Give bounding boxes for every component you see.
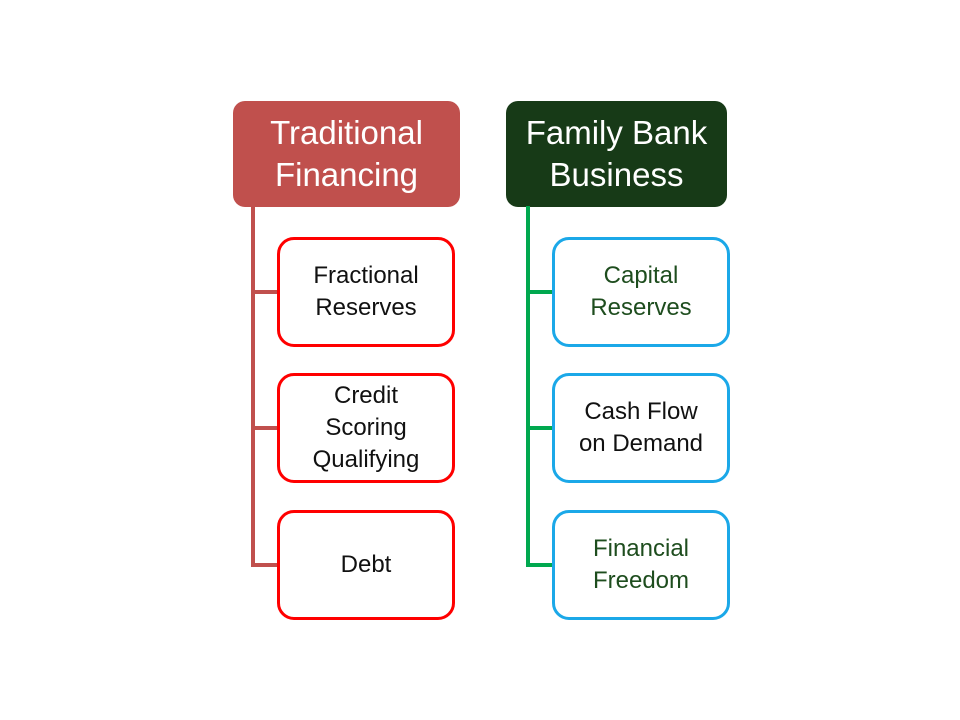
child-box-capital-reserves: Capital Reserves [552, 237, 730, 347]
header-box-family-bank-business: Family Bank Business [506, 101, 727, 207]
header-label: Traditional Financing [270, 114, 423, 193]
child-box-credit-scoring-qualifying: Credit Scoring Qualifying [277, 373, 455, 483]
connector-stub [526, 563, 553, 567]
connector-stub [251, 426, 278, 430]
child-box-fractional-reserves: Fractional Reserves [277, 237, 455, 347]
header-box-traditional-financing: Traditional Financing [233, 101, 460, 207]
connector-vertical-line [526, 206, 530, 567]
child-box-cash-flow-on-demand: Cash Flow on Demand [552, 373, 730, 483]
child-label: Credit Scoring Qualifying [312, 382, 420, 473]
connector-stub [526, 290, 553, 294]
child-box-debt: Debt [277, 510, 455, 620]
child-label: Capital Reserves [590, 262, 692, 321]
child-label: Fractional Reserves [313, 262, 419, 321]
child-label: Cash Flow on Demand [578, 398, 704, 457]
connector-vertical-line [251, 206, 255, 567]
child-label: Financial Freedom [592, 535, 690, 594]
connector-stub [251, 290, 278, 294]
child-label: Debt [340, 551, 392, 579]
child-box-financial-freedom: Financial Freedom [552, 510, 730, 620]
header-label: Family Bank Business [525, 114, 708, 193]
connector-stub [251, 563, 278, 567]
connector-stub [526, 426, 553, 430]
